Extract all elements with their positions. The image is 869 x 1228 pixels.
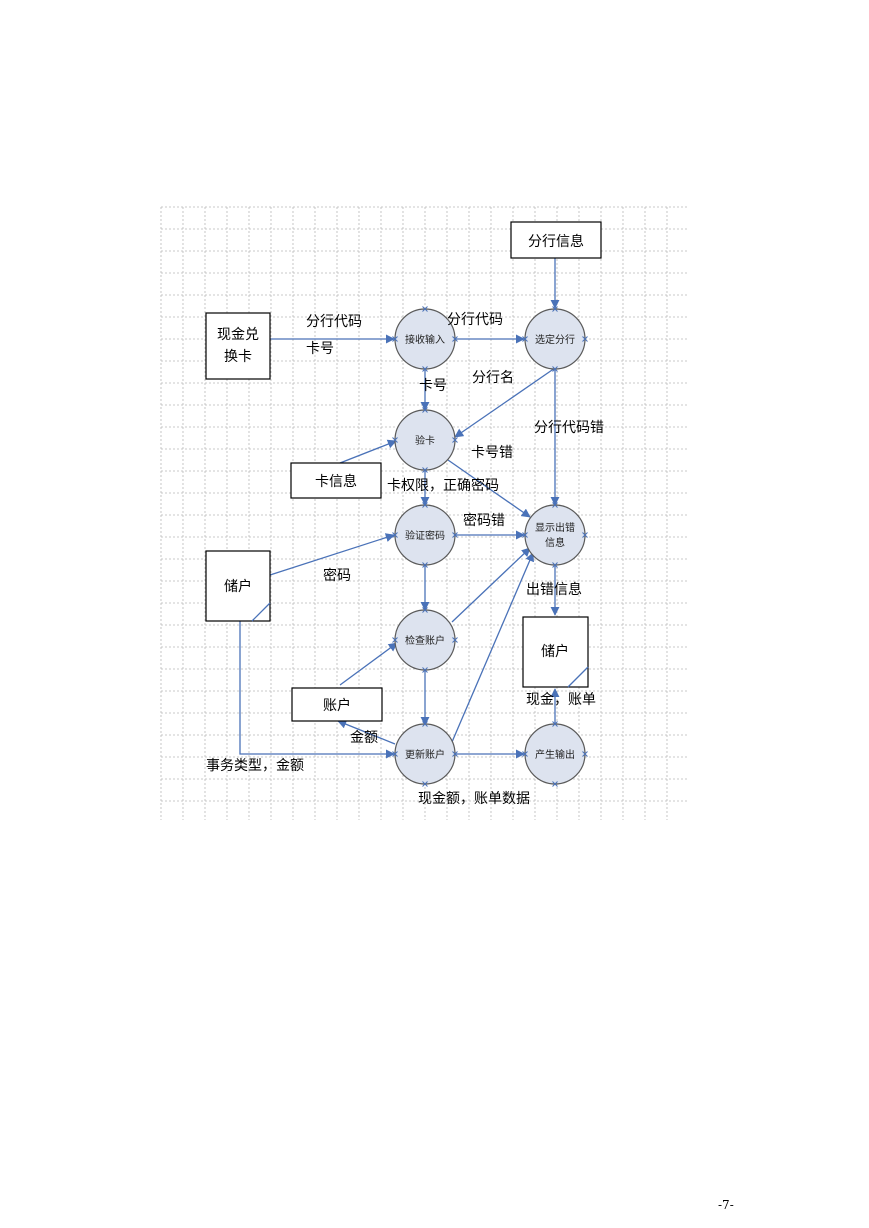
anchor-markers bbox=[392, 306, 588, 787]
process-verify-card-label: 验卡 bbox=[415, 434, 435, 447]
flow-select-to-verifycard bbox=[454, 367, 556, 438]
label-branch-code-1: 分行代码 bbox=[306, 314, 362, 330]
anchor-mark bbox=[522, 751, 528, 757]
anchor-mark bbox=[392, 336, 398, 342]
card-info-box bbox=[290, 462, 382, 499]
page-number: -7- bbox=[718, 1198, 734, 1212]
label-card-perm: 卡权限，正确密码 bbox=[387, 477, 499, 494]
process-show-error-label-2: 信息 bbox=[545, 536, 565, 549]
anchor-mark bbox=[422, 502, 428, 508]
label-branch-name: 分行名 bbox=[472, 370, 514, 386]
label-txn-type-amount: 事务类型，金额 bbox=[206, 758, 304, 774]
anchor-mark bbox=[422, 366, 428, 372]
anchor-mark bbox=[422, 467, 428, 473]
anchor-mark bbox=[452, 637, 458, 643]
cash-card-label-2: 换卡 bbox=[224, 348, 252, 365]
process-show-error-label-1: 显示出错 bbox=[535, 521, 575, 534]
anchor-mark bbox=[422, 607, 428, 613]
flow-verifycard-to-error bbox=[447, 459, 531, 518]
flow-cardinfo-to-verifycard bbox=[339, 439, 397, 464]
anchor-mark bbox=[552, 366, 558, 372]
process-update-account-label: 更新账户 bbox=[405, 748, 445, 761]
anchor-mark bbox=[422, 667, 428, 673]
entity-boxes: 分行信息 现金兑 换卡 卡信息 储户 账户 储户 bbox=[205, 221, 602, 722]
anchor-mark bbox=[522, 532, 528, 538]
label-card-no-2: 卡号 bbox=[419, 378, 447, 394]
anchor-mark bbox=[552, 721, 558, 727]
anchor-mark bbox=[422, 306, 428, 312]
anchor-mark bbox=[582, 336, 588, 342]
label-error-info: 出错信息 bbox=[526, 581, 582, 598]
anchor-mark bbox=[552, 502, 558, 508]
process-verify-password-label: 验证密码 bbox=[405, 529, 445, 542]
label-password-err: 密码错 bbox=[463, 512, 505, 529]
process-show-error bbox=[524, 504, 586, 566]
flow-labels: 分行代码 卡号 分行代码 卡号 分行名 分行代码错 卡号错 卡权限，正确密码 密… bbox=[206, 312, 604, 807]
process-check-account-label: 检查账户 bbox=[405, 634, 445, 647]
label-branch-code-err: 分行代码错 bbox=[534, 420, 604, 436]
label-amount: 金额 bbox=[350, 730, 378, 746]
flow-update-to-error bbox=[451, 552, 534, 743]
account-label: 账户 bbox=[323, 697, 351, 714]
anchor-mark bbox=[422, 407, 428, 413]
process-select-branch-label: 选定分行 bbox=[535, 333, 575, 346]
anchor-mark bbox=[452, 532, 458, 538]
process-nodes: 接收输入 选定分行 验卡 验证密码 显示出错 信息 检查账户 更新账户 产生输出 bbox=[394, 308, 586, 785]
anchor-mark bbox=[392, 437, 398, 443]
flow-depositor-to-verifypass bbox=[269, 533, 395, 576]
card-info-label: 卡信息 bbox=[315, 473, 357, 490]
anchor-mark bbox=[422, 562, 428, 568]
depositor-left-corner bbox=[251, 602, 271, 622]
label-card-no-err: 卡号错 bbox=[471, 445, 513, 461]
flow-update-to-account bbox=[337, 719, 396, 745]
depositor-box-left bbox=[205, 550, 271, 622]
anchor-mark bbox=[552, 306, 558, 312]
anchor-mark bbox=[392, 637, 398, 643]
anchor-mark bbox=[582, 751, 588, 757]
anchor-mark bbox=[452, 336, 458, 342]
branch-info-label: 分行信息 bbox=[528, 233, 584, 250]
label-branch-code-2: 分行代码 bbox=[447, 312, 503, 328]
label-cash-amount-bill: 现金额，账单数据 bbox=[418, 791, 530, 807]
anchor-mark bbox=[552, 781, 558, 787]
cash-card-box bbox=[205, 312, 271, 380]
anchor-mark bbox=[422, 721, 428, 727]
anchor-mark bbox=[522, 336, 528, 342]
flow-check-to-error bbox=[451, 547, 531, 623]
label-password: 密码 bbox=[323, 567, 351, 584]
depositor-box-right bbox=[522, 616, 589, 688]
depositor-right-label: 储户 bbox=[541, 643, 569, 660]
anchor-mark bbox=[452, 437, 458, 443]
anchor-mark bbox=[452, 751, 458, 757]
anchor-mark bbox=[422, 781, 428, 787]
anchor-mark bbox=[392, 751, 398, 757]
label-cash-bill: 现金，账单 bbox=[526, 692, 596, 708]
depositor-left-label: 储户 bbox=[224, 578, 252, 595]
flow-account-to-check bbox=[339, 642, 398, 686]
anchor-mark bbox=[552, 562, 558, 568]
label-card-no-1: 卡号 bbox=[306, 341, 334, 357]
depositor-right-corner bbox=[567, 666, 589, 688]
cash-card-label-1: 现金兑 bbox=[217, 327, 259, 343]
account-box bbox=[291, 687, 383, 722]
process-receive-input-label: 接收输入 bbox=[405, 333, 445, 346]
anchor-mark bbox=[392, 532, 398, 538]
flow-lines bbox=[239, 258, 560, 759]
flow-depositor-to-update bbox=[239, 621, 395, 759]
process-produce-output-label: 产生输出 bbox=[535, 748, 575, 761]
branch-info-box bbox=[510, 221, 602, 259]
anchor-mark bbox=[582, 532, 588, 538]
